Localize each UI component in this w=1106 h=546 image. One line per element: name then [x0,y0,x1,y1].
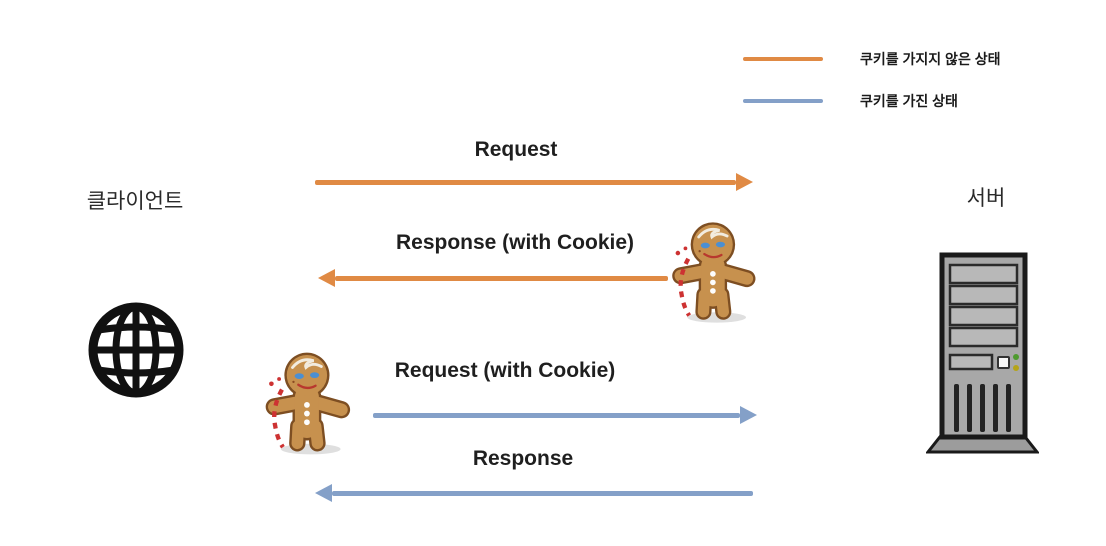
legend-item-has-cookie: 쿠키를 가진 상태 [743,90,958,112]
flow-label-request: Request [474,138,558,161]
client-label: 클라이언트 [86,190,184,213]
led-green-icon [1013,354,1019,360]
legend-label-no-cookie: 쿠키를 가지지 않은 상태 [860,51,1001,67]
led-yellow-icon [1013,365,1019,371]
flow-label-response: Response [472,447,574,470]
server-tower-icon [926,252,1039,454]
flow-arrow-response-with-cookie [318,269,668,287]
flow-arrow-request-with-cookie [373,406,757,424]
globe-icon [88,302,184,398]
flow-arrow-response [315,484,753,502]
legend-item-no-cookie: 쿠키를 가지지 않은 상태 [743,48,1000,70]
gingerbread-cookie-icon [672,222,756,323]
server-label: 서버 [966,187,1006,210]
legend-line-has-cookie-icon [743,99,823,103]
legend-line-no-cookie-icon [743,57,823,61]
gingerbread-cookie-icon [265,352,351,455]
flow-label-request-with-cookie: Request (with Cookie) [394,359,616,382]
flow-arrow-request [315,173,753,191]
legend-label-has-cookie: 쿠키를 가진 상태 [860,93,958,109]
flow-label-response-with-cookie: Response (with Cookie) [395,231,635,254]
